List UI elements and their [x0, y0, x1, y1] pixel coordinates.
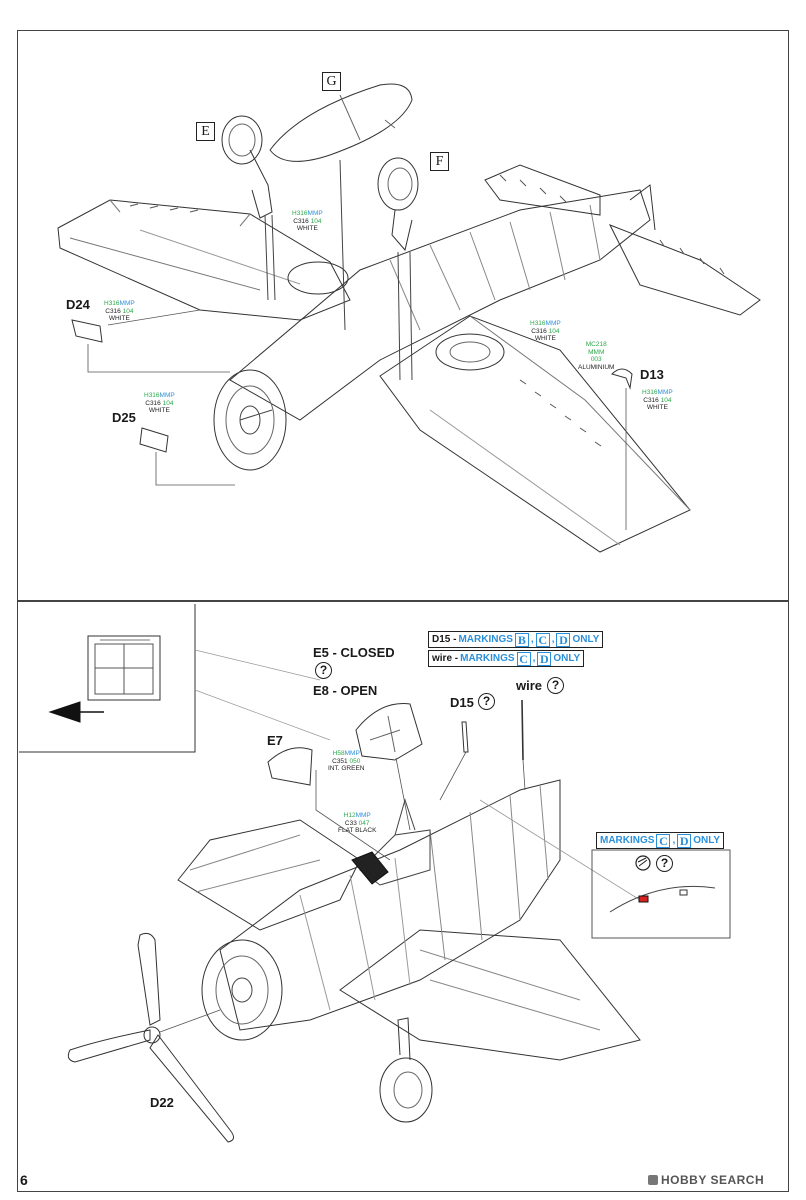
part-d13-shape: [611, 368, 633, 390]
markings-note-wire: wire - MARKINGS C, D ONLY: [428, 650, 585, 667]
part-d15-shape: [461, 721, 469, 753]
part-d24-shape: [71, 319, 103, 343]
part-label-e8: E8 - OPEN: [313, 683, 378, 698]
markings-note-d15: D15 - MARKINGS B, C, D ONLY: [428, 631, 604, 648]
paint-callout-flat-black: H12MMP C33 047 FLAT BLACK: [338, 812, 377, 834]
part-label-d25: D25: [112, 410, 136, 425]
part-label-e5: E5 - CLOSED: [313, 645, 395, 660]
label-box-e: E: [196, 122, 215, 141]
help-icon-detail: ?: [656, 855, 673, 872]
antenna-detail: [591, 849, 731, 939]
label-box-f: F: [430, 152, 449, 171]
paint-callout-d25: H316MMP C316 104 WHITE: [144, 392, 175, 414]
help-icon-e5: ?: [315, 662, 332, 679]
watermark-logo: HOBBY SEARCH: [648, 1173, 764, 1187]
lower-airframe: [177, 779, 641, 1123]
help-icon-d15: ?: [478, 693, 495, 710]
upper-step-frame: [17, 30, 789, 602]
part-label-d24: D24: [66, 297, 90, 312]
marking-d: D: [556, 632, 571, 647]
paint-callout-int-green: H58MMP C351 050 INT. GREEN: [328, 750, 365, 772]
wire-shape: [521, 699, 524, 761]
part-label-e7: E7: [267, 733, 283, 748]
paint-callout-aluminium: MC218 MMM 003 ALUMINIUM: [578, 341, 615, 371]
lower-step-frame: [17, 600, 789, 1192]
part-label-d15: D15: [450, 695, 474, 710]
upper-airframe: [57, 164, 761, 553]
markings-note-detail: MARKINGS C, D ONLY: [596, 832, 725, 849]
marking-c: C: [516, 651, 531, 666]
label-box-g: G: [322, 72, 341, 91]
propeller-d22: [67, 932, 234, 1143]
paint-callout-wheelwell-right: H316MMP C316 104 WHITE: [530, 320, 561, 342]
part-label-d22: D22: [150, 1095, 174, 1110]
watermark-icon: [648, 1175, 658, 1185]
paint-callout-wheelwell-left: H316MMP C316 104 WHITE: [292, 210, 323, 232]
page-number: 6: [20, 1172, 28, 1188]
marking-d: D: [677, 833, 692, 848]
help-icon-wire: ?: [547, 677, 564, 694]
marking-c: C: [656, 833, 671, 848]
part-e7-shape: [267, 747, 313, 786]
landing-gear-f: [377, 157, 419, 381]
part-label-d13: D13: [640, 367, 664, 382]
landing-gear-e: [221, 115, 276, 301]
paint-callout-d13: H316MMP C316 104 WHITE: [642, 389, 673, 411]
part-d25-shape: [139, 427, 169, 453]
canopy-e8-shape: [355, 703, 423, 761]
cockpit-sill-black: [351, 851, 389, 885]
paint-callout-d24: H316MMP C316 104 WHITE: [104, 300, 135, 322]
part-label-wire: wire: [516, 678, 543, 693]
marking-d: D: [537, 651, 552, 666]
drop-tank-g: [269, 83, 413, 331]
marking-b: B: [514, 632, 529, 647]
canopy-inset: [19, 604, 331, 753]
marking-c: C: [535, 632, 550, 647]
